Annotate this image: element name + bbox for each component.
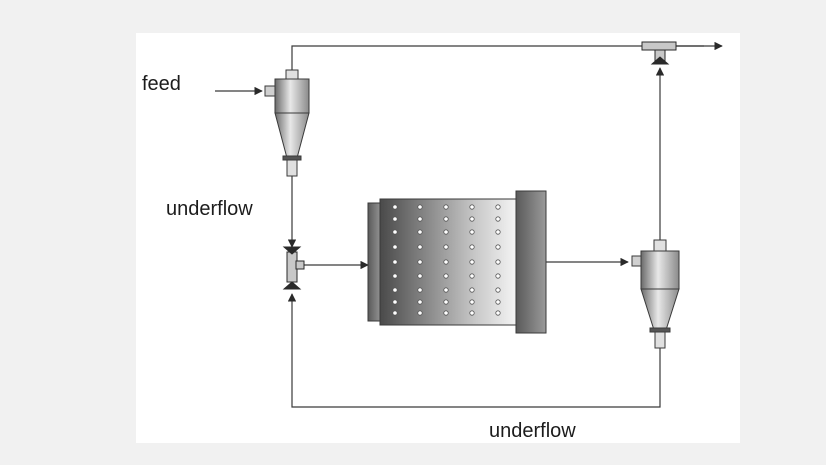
secondary-cyclone	[631, 239, 680, 349]
process-lines	[215, 41, 723, 408]
underflow-label-primary: underflow	[166, 198, 253, 220]
ball-mill	[367, 190, 547, 334]
underflow-line-secondary	[287, 293, 661, 408]
top-tee	[641, 41, 677, 65]
overflow-line-primary	[291, 45, 704, 71]
underflow-label-secondary: underflow	[489, 420, 576, 442]
mill-media-pattern	[392, 204, 501, 316]
junction-tee	[282, 246, 305, 290]
primary-cyclone	[264, 69, 310, 177]
feed-label: feed	[142, 73, 181, 95]
